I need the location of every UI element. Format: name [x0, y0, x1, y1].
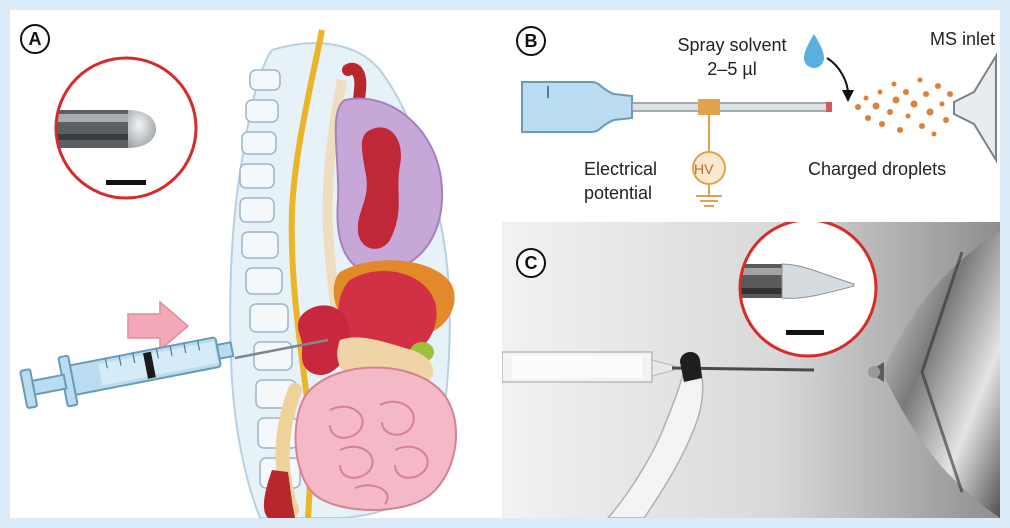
probe-shaft [632, 103, 830, 111]
figure-frame: A [10, 10, 1000, 518]
panel-c-label: C [516, 248, 546, 278]
ground-symbol [696, 196, 722, 206]
potential-label: potential [584, 182, 652, 204]
charged-droplets [855, 78, 953, 137]
electrode-contact [698, 99, 720, 115]
ms-inlet-label: MS inlet [930, 28, 995, 50]
direction-arrow [128, 302, 188, 350]
electrical-label: Electrical [584, 158, 657, 180]
probe-handle [522, 82, 632, 132]
charged-droplets-label: Charged droplets [808, 158, 946, 180]
needle-tip-inset [50, 50, 210, 210]
spray-solvent-label: Spray solvent [642, 34, 822, 56]
spray-volume-label: 2–5 µl [642, 58, 822, 80]
photo-setup [502, 222, 1000, 518]
photo-syringe [502, 352, 674, 382]
panel-c: C [502, 222, 1000, 518]
anatomy-illustration [10, 10, 502, 518]
panel-b-label: B [516, 26, 546, 56]
panel-a: A [10, 10, 502, 518]
solvent-arrow [827, 58, 848, 94]
intestines [296, 368, 456, 511]
electrode-clip [680, 352, 702, 382]
ms-inlet-cone [954, 56, 996, 160]
panel-a-label: A [20, 24, 50, 54]
hv-label: HV [694, 158, 713, 180]
panel-b: B Spray solvent 2–5 µl MS inlet HV Elect… [502, 10, 1000, 222]
